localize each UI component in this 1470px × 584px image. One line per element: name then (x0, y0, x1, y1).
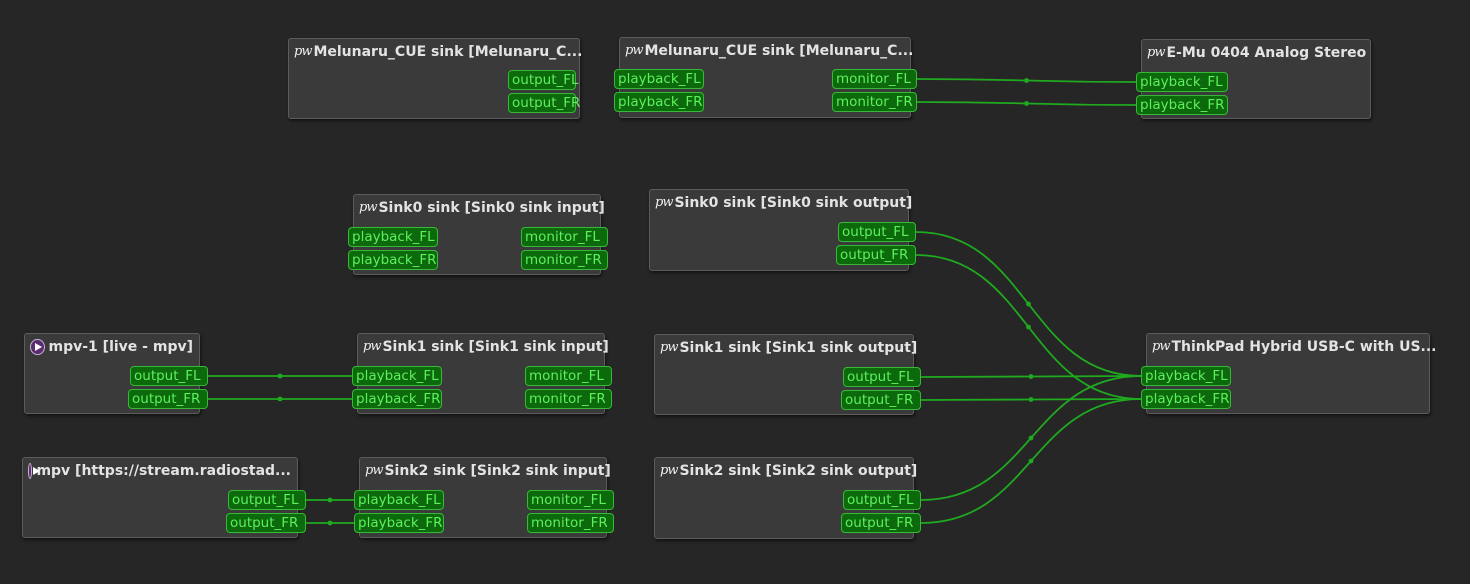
port-output-fr[interactable]: output_FR (128, 389, 208, 409)
link-direction-marker (1026, 324, 1031, 330)
pipewire-icon: pw (660, 340, 678, 355)
port-output-fr[interactable]: output_FR (841, 390, 921, 410)
node-title: mpv [https://stream.radiostad... (36, 463, 291, 479)
link-9[interactable] (920, 398, 1142, 401)
node-title: Sink0 sink [Sink0 sink output] (674, 195, 913, 211)
link-10[interactable] (920, 375, 1142, 501)
link-1[interactable] (916, 101, 1137, 106)
port-output-fl[interactable]: output_FL (838, 222, 916, 242)
link-direction-marker (1028, 458, 1034, 464)
port-playback-fr[interactable]: playback_FR (614, 92, 704, 112)
pipewire-icon: pw (1147, 45, 1165, 60)
pipewire-icon: pw (1152, 339, 1170, 354)
port-playback-fl[interactable]: playback_FL (354, 490, 444, 510)
pipewire-icon: pw (294, 44, 312, 59)
mpv-icon (28, 463, 42, 479)
port-playback-fl[interactable]: playback_FL (352, 366, 442, 386)
link-0[interactable] (916, 78, 1137, 83)
port-output-fl[interactable]: output_FL (130, 366, 208, 386)
pipewire-icon: pw (660, 463, 678, 478)
port-output-fr[interactable]: output_FR (836, 245, 916, 265)
port-monitor-fr[interactable]: monitor_FR (521, 250, 608, 270)
port-monitor-fl[interactable]: monitor_FL (527, 490, 614, 510)
node-title: Melunaru_CUE sink [Melunaru_C... (313, 44, 583, 60)
port-monitor-fl[interactable]: monitor_FL (525, 366, 612, 386)
link-8[interactable] (920, 375, 1142, 378)
node-title: Sink0 sink [Sink0 sink input] (378, 200, 605, 216)
link-7[interactable] (915, 254, 1142, 400)
pipewire-icon: pw (625, 43, 643, 58)
link-direction-marker (1026, 301, 1031, 307)
node-mpv-stream[interactable]: mpv [https://stream.radiostad... output_… (22, 457, 306, 538)
port-output-fl[interactable]: output_FL (843, 490, 921, 510)
port-monitor-fr[interactable]: monitor_FR (832, 92, 917, 112)
link-direction-marker (277, 396, 283, 402)
node-title: mpv-1 [live - mpv] (48, 339, 193, 355)
node-title: E-Mu 0404 Analog Stereo (1166, 45, 1367, 61)
node-title: Sink2 sink [Sink2 sink input] (384, 463, 611, 479)
mpv-icon (30, 339, 45, 355)
node-title: Melunaru_CUE sink [Melunaru_C... (644, 43, 914, 59)
port-monitor-fl[interactable]: monitor_FL (521, 227, 608, 247)
node-title: ThinkPad Hybrid USB-C with US... (1171, 339, 1437, 355)
link-direction-marker (1028, 435, 1034, 441)
pipewire-icon: pw (363, 339, 381, 354)
node-mpv-1[interactable]: mpv-1 [live - mpv] output_FL output_FR (24, 333, 208, 414)
link-6[interactable] (915, 231, 1142, 377)
port-monitor-fr[interactable]: monitor_FR (527, 513, 614, 533)
port-playback-fl[interactable]: playback_FL (348, 227, 438, 247)
link-11[interactable] (920, 398, 1142, 524)
pipewire-icon: pw (655, 195, 673, 210)
port-output-fr[interactable]: output_FR (841, 513, 921, 533)
link-direction-marker (1024, 101, 1029, 106)
port-output-fl[interactable]: output_FL (228, 490, 306, 510)
pipewire-icon: pw (359, 200, 377, 215)
link-direction-marker (1028, 374, 1034, 379)
port-playback-fr[interactable]: playback_FR (1141, 389, 1231, 409)
port-playback-fl[interactable]: playback_FL (1136, 72, 1228, 92)
link-direction-marker (1028, 397, 1034, 402)
pipewire-icon: pw (365, 463, 383, 478)
link-direction-marker (1024, 78, 1029, 83)
port-playback-fl[interactable]: playback_FL (1141, 366, 1231, 386)
port-output-fl[interactable]: output_FL (843, 367, 921, 387)
link-direction-marker (327, 520, 333, 526)
link-direction-marker (327, 497, 333, 503)
link-direction-marker (277, 373, 283, 379)
node-title: Sink1 sink [Sink1 sink input] (382, 339, 609, 355)
port-playback-fl[interactable]: playback_FL (614, 69, 704, 89)
port-playback-fr[interactable]: playback_FR (352, 389, 442, 409)
port-playback-fr[interactable]: playback_FR (348, 250, 438, 270)
port-output-fl[interactable]: output_FL (508, 70, 579, 90)
port-output-fr[interactable]: output_FR (226, 513, 306, 533)
node-title: Sink1 sink [Sink1 sink output] (679, 340, 918, 356)
port-playback-fr[interactable]: playback_FR (354, 513, 444, 533)
port-output-fr[interactable]: output_FR (508, 93, 580, 113)
port-playback-fr[interactable]: playback_FR (1136, 95, 1228, 115)
node-title: Sink2 sink [Sink2 sink output] (679, 463, 918, 479)
port-monitor-fl[interactable]: monitor_FL (832, 69, 917, 89)
port-monitor-fr[interactable]: monitor_FR (525, 389, 612, 409)
